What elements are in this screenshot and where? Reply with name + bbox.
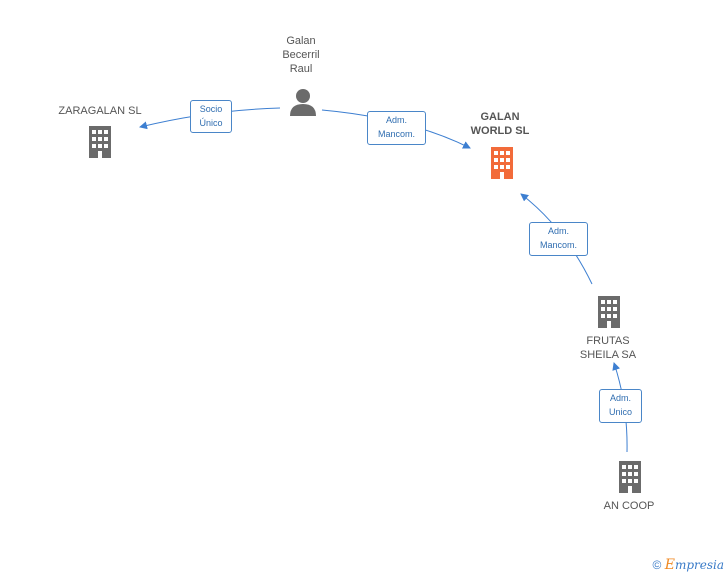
building-icon [491, 147, 513, 179]
brand-logo-initial: E [664, 557, 675, 573]
edge-label-adm-mancom: Adm. Mancom. [367, 111, 426, 145]
an-coop-label[interactable]: AN COOP [603, 500, 655, 512]
person-label[interactable]: Galan Becerril Raul [282, 35, 320, 75]
edge-label-socio-unico: Socio Único [190, 100, 232, 133]
building-icon [619, 461, 641, 493]
zaragalan-label[interactable]: ZARAGALAN SL [58, 105, 142, 117]
edge-label-adm-unico: Adm. Unico [599, 389, 642, 423]
empresia-watermark[interactable]: © Empresia [653, 557, 724, 573]
building-icon [89, 126, 111, 158]
edge-label-adm-mancom: Adm. Mancom. [529, 222, 588, 256]
building-icon [598, 296, 620, 328]
copyright-symbol: © [652, 558, 662, 572]
person-icon [290, 89, 316, 116]
brand-logo-rest: mpresia [674, 558, 724, 572]
galan-world-label[interactable]: GALAN WORLD SL [470, 111, 530, 137]
frutas-label[interactable]: FRUTAS SHEILA SA [579, 335, 637, 361]
